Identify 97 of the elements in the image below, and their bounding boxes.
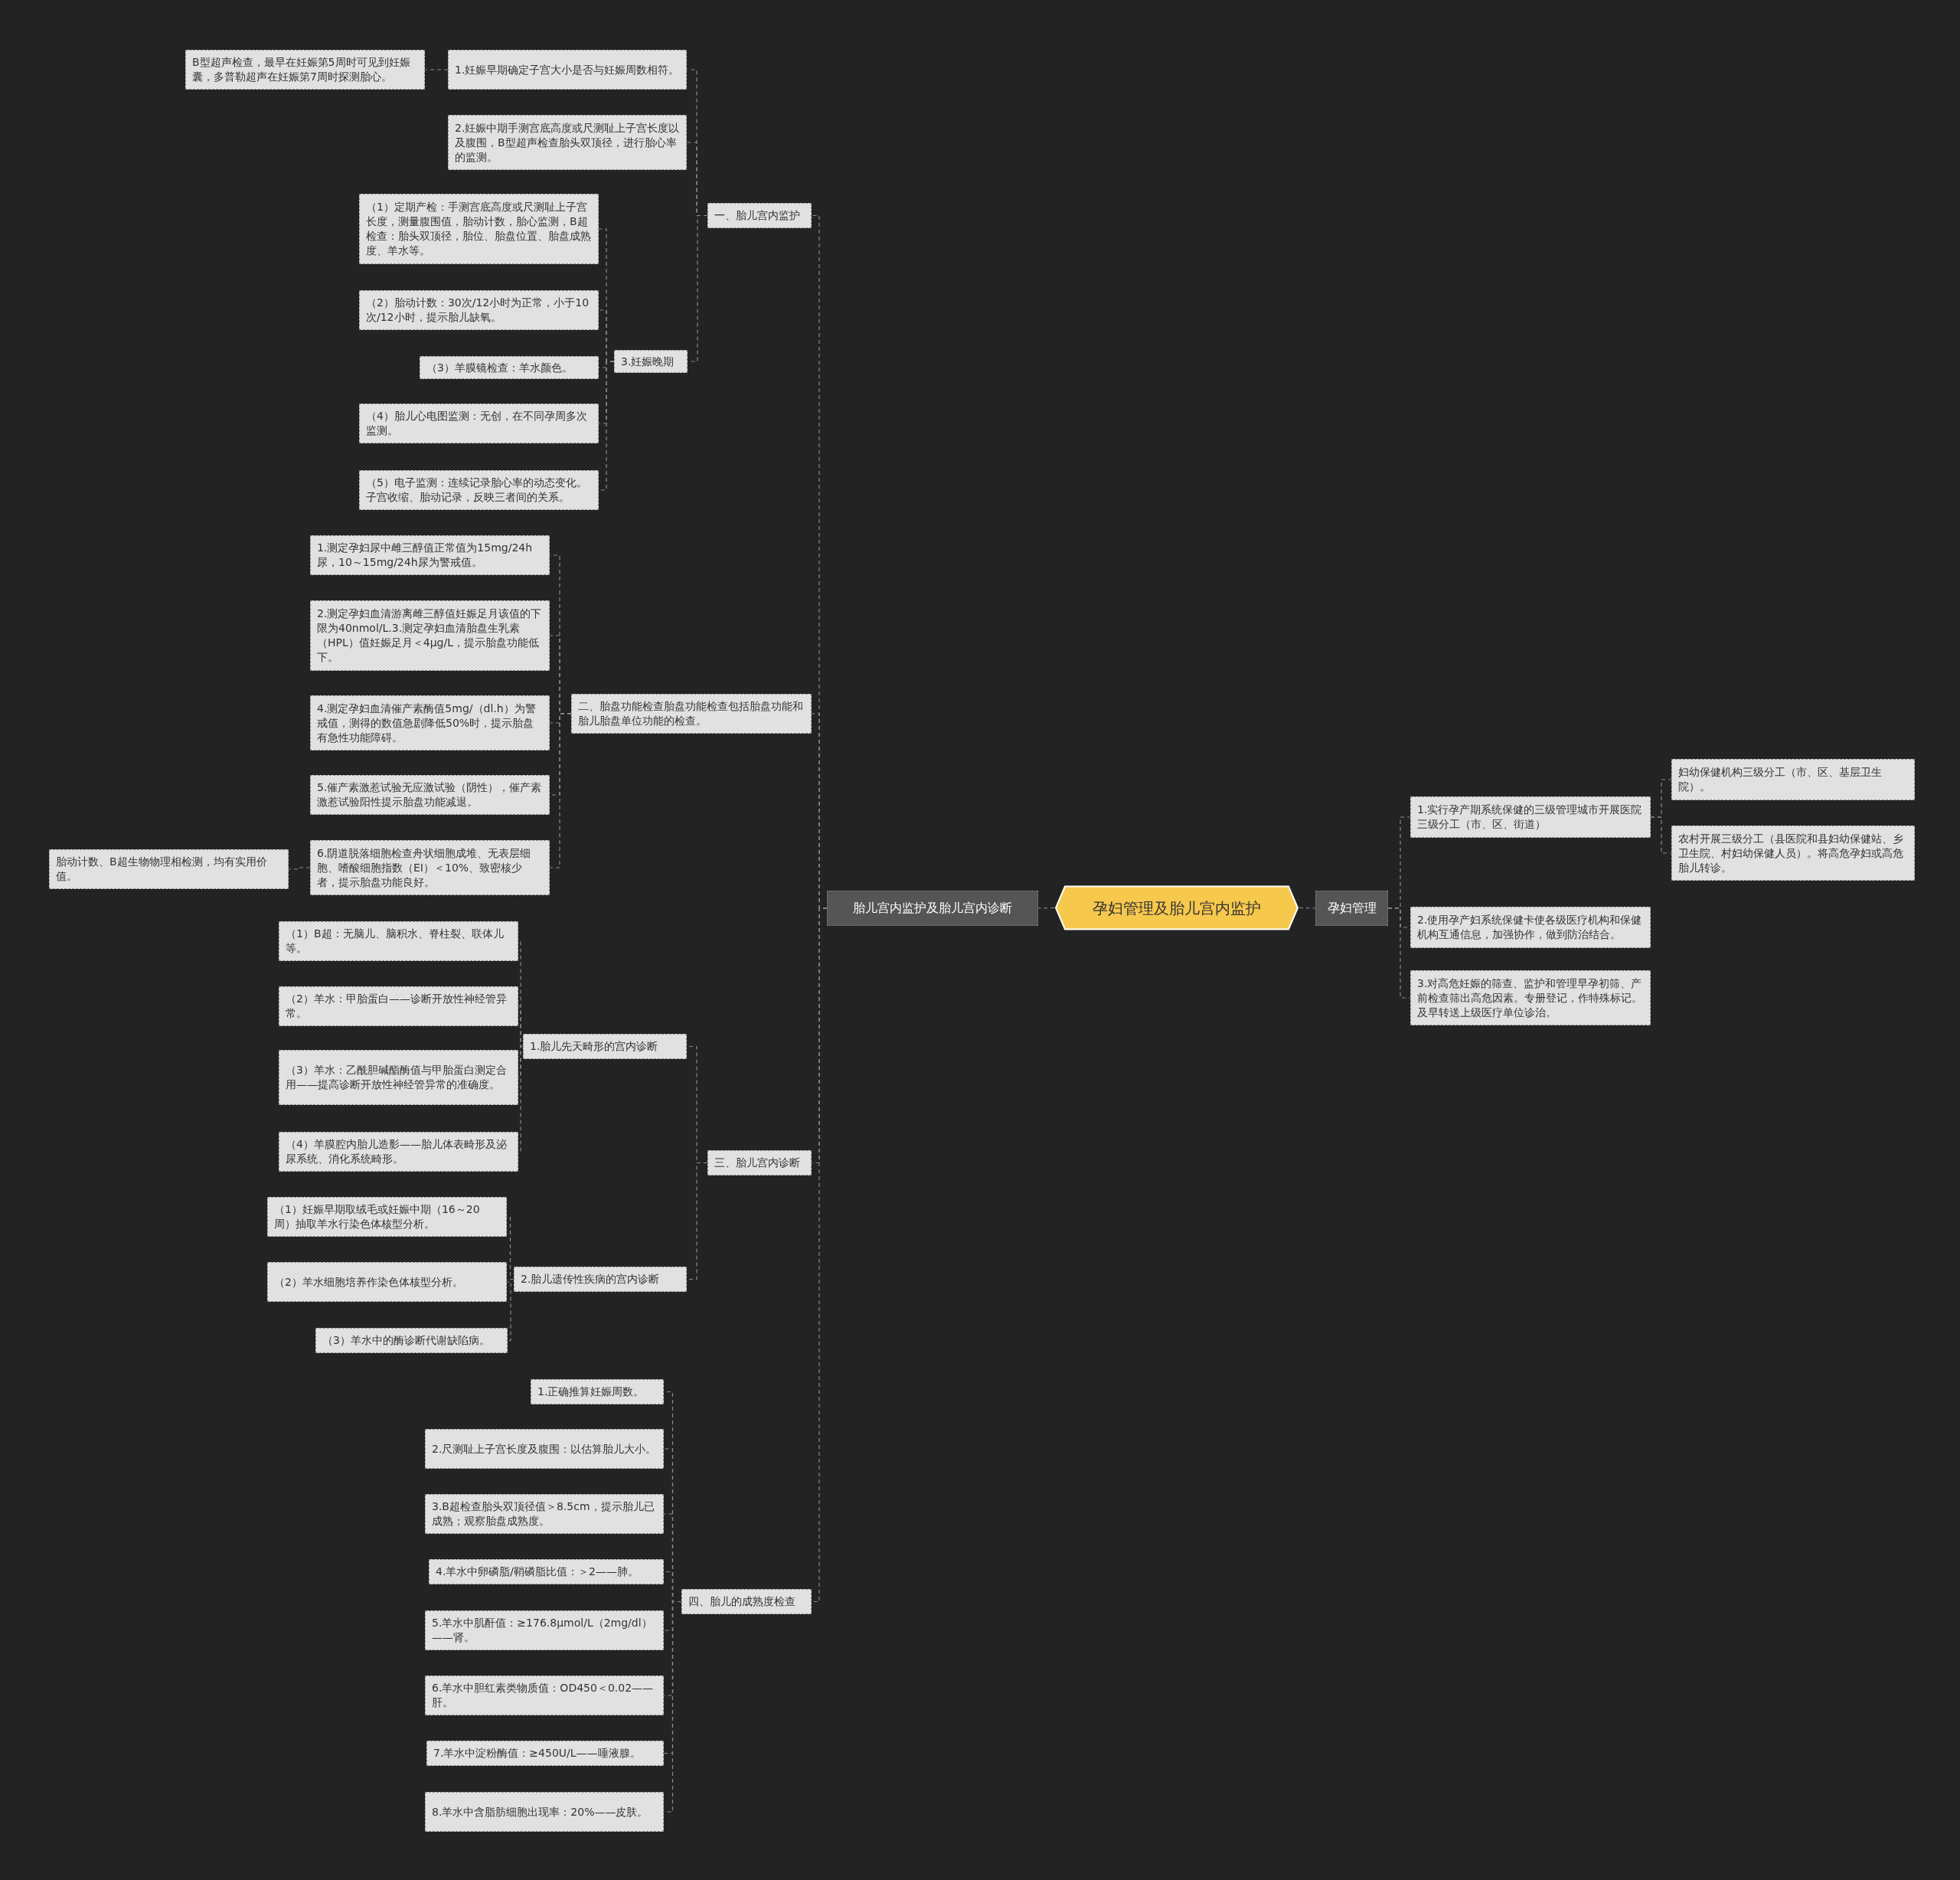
topic-box <box>185 50 425 90</box>
topic-text: 二、胎盘功能检查胎盘功能检查包括胎盘功能和胎儿胎盘单位功能的检查。 <box>578 699 804 728</box>
topic-text: 农村开展三级分工（县医院和县妇幼保健站、乡卫生院、村妇幼保健人员）。将高危孕妇或高危胎儿转诊。 <box>1678 831 1904 875</box>
topic-box <box>49 849 289 889</box>
topic-box <box>614 350 688 373</box>
topic-text: （3）羊膜镜检查：羊水颜色。 <box>426 360 573 375</box>
topic-text: 5.催产素激惹试验无应激试验（阴性），催产素激惹试验阳性提示胎盘功能减退。 <box>317 780 543 809</box>
topic-text: 胎儿宫内监护及胎儿宫内诊断 <box>853 900 1012 917</box>
topic-box <box>425 1610 664 1650</box>
topic-text: （2）羊水：甲胎蛋白——诊断开放性神经管异常。 <box>286 992 508 1021</box>
topic-box <box>1671 759 1915 800</box>
topic-box <box>310 600 550 671</box>
topic-box <box>279 1050 518 1105</box>
topic-box <box>279 921 518 961</box>
topic-text: 5.羊水中肌酐值：≥176.8μmol/L（2mg/dl）——肾。 <box>432 1616 653 1645</box>
topic-text: 1.妊娠早期确定子宫大小是否与妊娠周数相符。 <box>455 62 680 77</box>
topic-box <box>359 290 599 330</box>
connector-line <box>288 867 311 870</box>
topic-box <box>531 1379 664 1404</box>
topic-text: 2.尺测耻上子宫长度及腹围：以估算胎儿大小。 <box>432 1441 657 1457</box>
topic-text: 1.实行孕产期系统保健的三级管理城市开展医院三级分工（市、区、街道） <box>1417 803 1643 832</box>
topic-text: B型超声检查，最早在妊娠第5周时可见到妊娠囊，多普勒超声在妊娠第7周时探测胎心。 <box>192 55 411 84</box>
topic-text: 4.测定孕妇血清催产素酶值5mg/（dl.h）为警戒值，测得的数值急剧降低50%时，提示胎盘有急性功能障碍。 <box>317 701 537 745</box>
topic-text: 6.羊水中胆红素类物质值：OD450＜0.02——肝。 <box>432 1681 655 1710</box>
branch-topic <box>827 891 1038 926</box>
topic-text: 1.胎儿先天畸形的宫内诊断 <box>530 1039 658 1054</box>
topic-box <box>707 1150 812 1175</box>
topic-text: （1）妊娠早期取绒毛或妊娠中期（16～20周）抽取羊水行染色体核型分析。 <box>274 1202 481 1231</box>
topic-box <box>448 115 687 170</box>
topic-text: 一、胎儿宫内监护 <box>714 208 800 223</box>
connector-line <box>518 1005 524 1048</box>
topic-box <box>1671 826 1915 881</box>
topic-text: 6.阴道脱落细胞检查舟状细胞成堆、无表层细胞、嗜酸细胞指数（EI）＜10%、致密核少者，提示胎盘功能良好。 <box>317 845 532 890</box>
topic-box <box>429 1559 664 1584</box>
topic-text: 1.正确推算妊娠周数。 <box>537 1385 645 1399</box>
topic-text: 7.羊水中淀粉酶值：≥450U/L——唾液腺。 <box>433 1746 641 1761</box>
topic-box <box>681 1589 812 1614</box>
topic-text: 2.妊娠中期手测宫底高度或尺测耻上子宫长度以及腹围，B型超声检查胎头双顶径，进行胎心率的监测。 <box>455 120 680 165</box>
topic-box <box>279 986 518 1026</box>
topic-text: 8.羊水中含脂肪细胞出现率：20%——皮肤。 <box>432 1804 648 1820</box>
topic-box <box>425 1792 664 1832</box>
topic-box <box>1410 796 1651 838</box>
topic-text: 3.B超检查胎头双顶径值＞8.5cm，提示胎儿已成熟；观察胎盘成熟度。 <box>432 1499 655 1529</box>
topic-box <box>267 1197 507 1237</box>
topic-text: 3.对高危妊娠的筛查、监护和管理早孕初筛、产前检查筛出高危因素。专册登记，作特殊标记。及早转送上级医疗单位诊治。 <box>1417 976 1643 1020</box>
topic-box <box>707 203 812 228</box>
topic-box <box>571 694 812 734</box>
topic-text: （5）电子监测：连续记录胎心率的动态变化。子宫收缩、胎动记录，反映三者间的关系。 <box>366 476 588 505</box>
topic-box <box>359 404 599 443</box>
topic-text: 2.胎儿遗传性疾病的宫内诊断 <box>521 1272 660 1287</box>
connector-line <box>1387 907 1411 999</box>
topic-text: 三、胎儿宫内诊断 <box>714 1156 800 1170</box>
topic-box <box>1410 970 1651 1025</box>
topic-box <box>425 1429 664 1469</box>
topic-box <box>310 775 550 815</box>
topic-box <box>359 194 599 264</box>
topic-text: 4.羊水中卵磷脂/鞘磷脂比值：＞2——肺。 <box>436 1564 639 1579</box>
topic-text: 2.测定孕妇血清游离雌三醇值妊娠足月该值的下限为40nmol/L.3.测定孕妇血清胎盘生乳素（HPL）值妊娠足月＜4μg/L，提示胎盘功能低下。 <box>317 607 543 665</box>
connector-line <box>1650 816 1672 854</box>
topic-text: 孕妇管理 <box>1327 900 1377 917</box>
topic-text: 胎动计数、B超生物物理相检测，均有实用价值。 <box>56 855 268 884</box>
connector-line <box>518 1045 524 1153</box>
topic-box <box>420 356 599 379</box>
connector-line <box>549 713 572 868</box>
connector-line <box>1298 907 1316 909</box>
topic-box <box>315 1328 508 1353</box>
topic-text: 四、胎儿的成熟度检查 <box>688 1594 795 1609</box>
topic-text: （1）定期产检：手测宫底高度或尺测耻上子宫长度，测量腹围值，胎动计数，胎心监测，B超检查：胎头双顶径，胎位、胎盘位置、胎盘成熟度、羊水等。 <box>366 200 592 258</box>
topic-text: 2.使用孕产妇系统保健卡使各级医疗机构和保健机构互通信息，加强协作，做到防治结合。 <box>1417 913 1643 942</box>
topic-box <box>448 50 687 90</box>
topic-box <box>279 1132 518 1172</box>
topic-text: （3）羊水：乙酰胆碱酯酶值与甲胎蛋白测定合用——提高诊断开放性神经管异常的准确度。 <box>286 1063 508 1092</box>
topic-text: 1.测定孕妇尿中雌三醇值正常值为15mg/24h尿，10～15mg/24h尿为警戒值。 <box>317 541 534 570</box>
topic-box <box>514 1267 687 1292</box>
topic-text: 3.妊娠晚期 <box>621 354 675 369</box>
topic-box <box>426 1741 664 1766</box>
topic-text: （2）胎动计数：30次/12小时为正常，小于10次/12小时，提示胎儿缺氧。 <box>366 296 590 325</box>
topic-text: （2）羊水细胞培养作染色体核型分析。 <box>274 1274 463 1290</box>
topic-text: 妇幼保健机构三级分工（市、区、基层卫生院）。 <box>1678 765 1883 794</box>
topic-box <box>359 470 599 510</box>
topic-box <box>1410 907 1651 948</box>
topic-text: （3）羊水中的酶诊断代谢缺陷病。 <box>322 1333 490 1348</box>
branch-topic <box>1315 891 1388 926</box>
central-topic <box>1054 885 1299 930</box>
topic-box <box>267 1262 507 1302</box>
connector-line <box>1037 907 1055 909</box>
topic-box <box>310 535 550 575</box>
topic-text: （4）胎儿心电图监测：无创，在不同孕周多次监测。 <box>366 409 588 438</box>
topic-box <box>425 1494 664 1534</box>
topic-text: （4）羊膜腔内胎儿造影——胎儿体表畸形及泌尿系统、消化系统畸形。 <box>286 1137 508 1166</box>
topic-box <box>523 1034 687 1059</box>
topic-box <box>310 840 550 895</box>
topic-box <box>425 1676 664 1715</box>
connector-line <box>424 69 449 70</box>
topic-text: 孕妇管理及胎儿宫内监护 <box>1093 897 1261 919</box>
topic-text: （1）B超：无脑儿、脑积水、脊柱裂、联体儿等。 <box>286 927 505 956</box>
topic-box <box>310 695 550 750</box>
